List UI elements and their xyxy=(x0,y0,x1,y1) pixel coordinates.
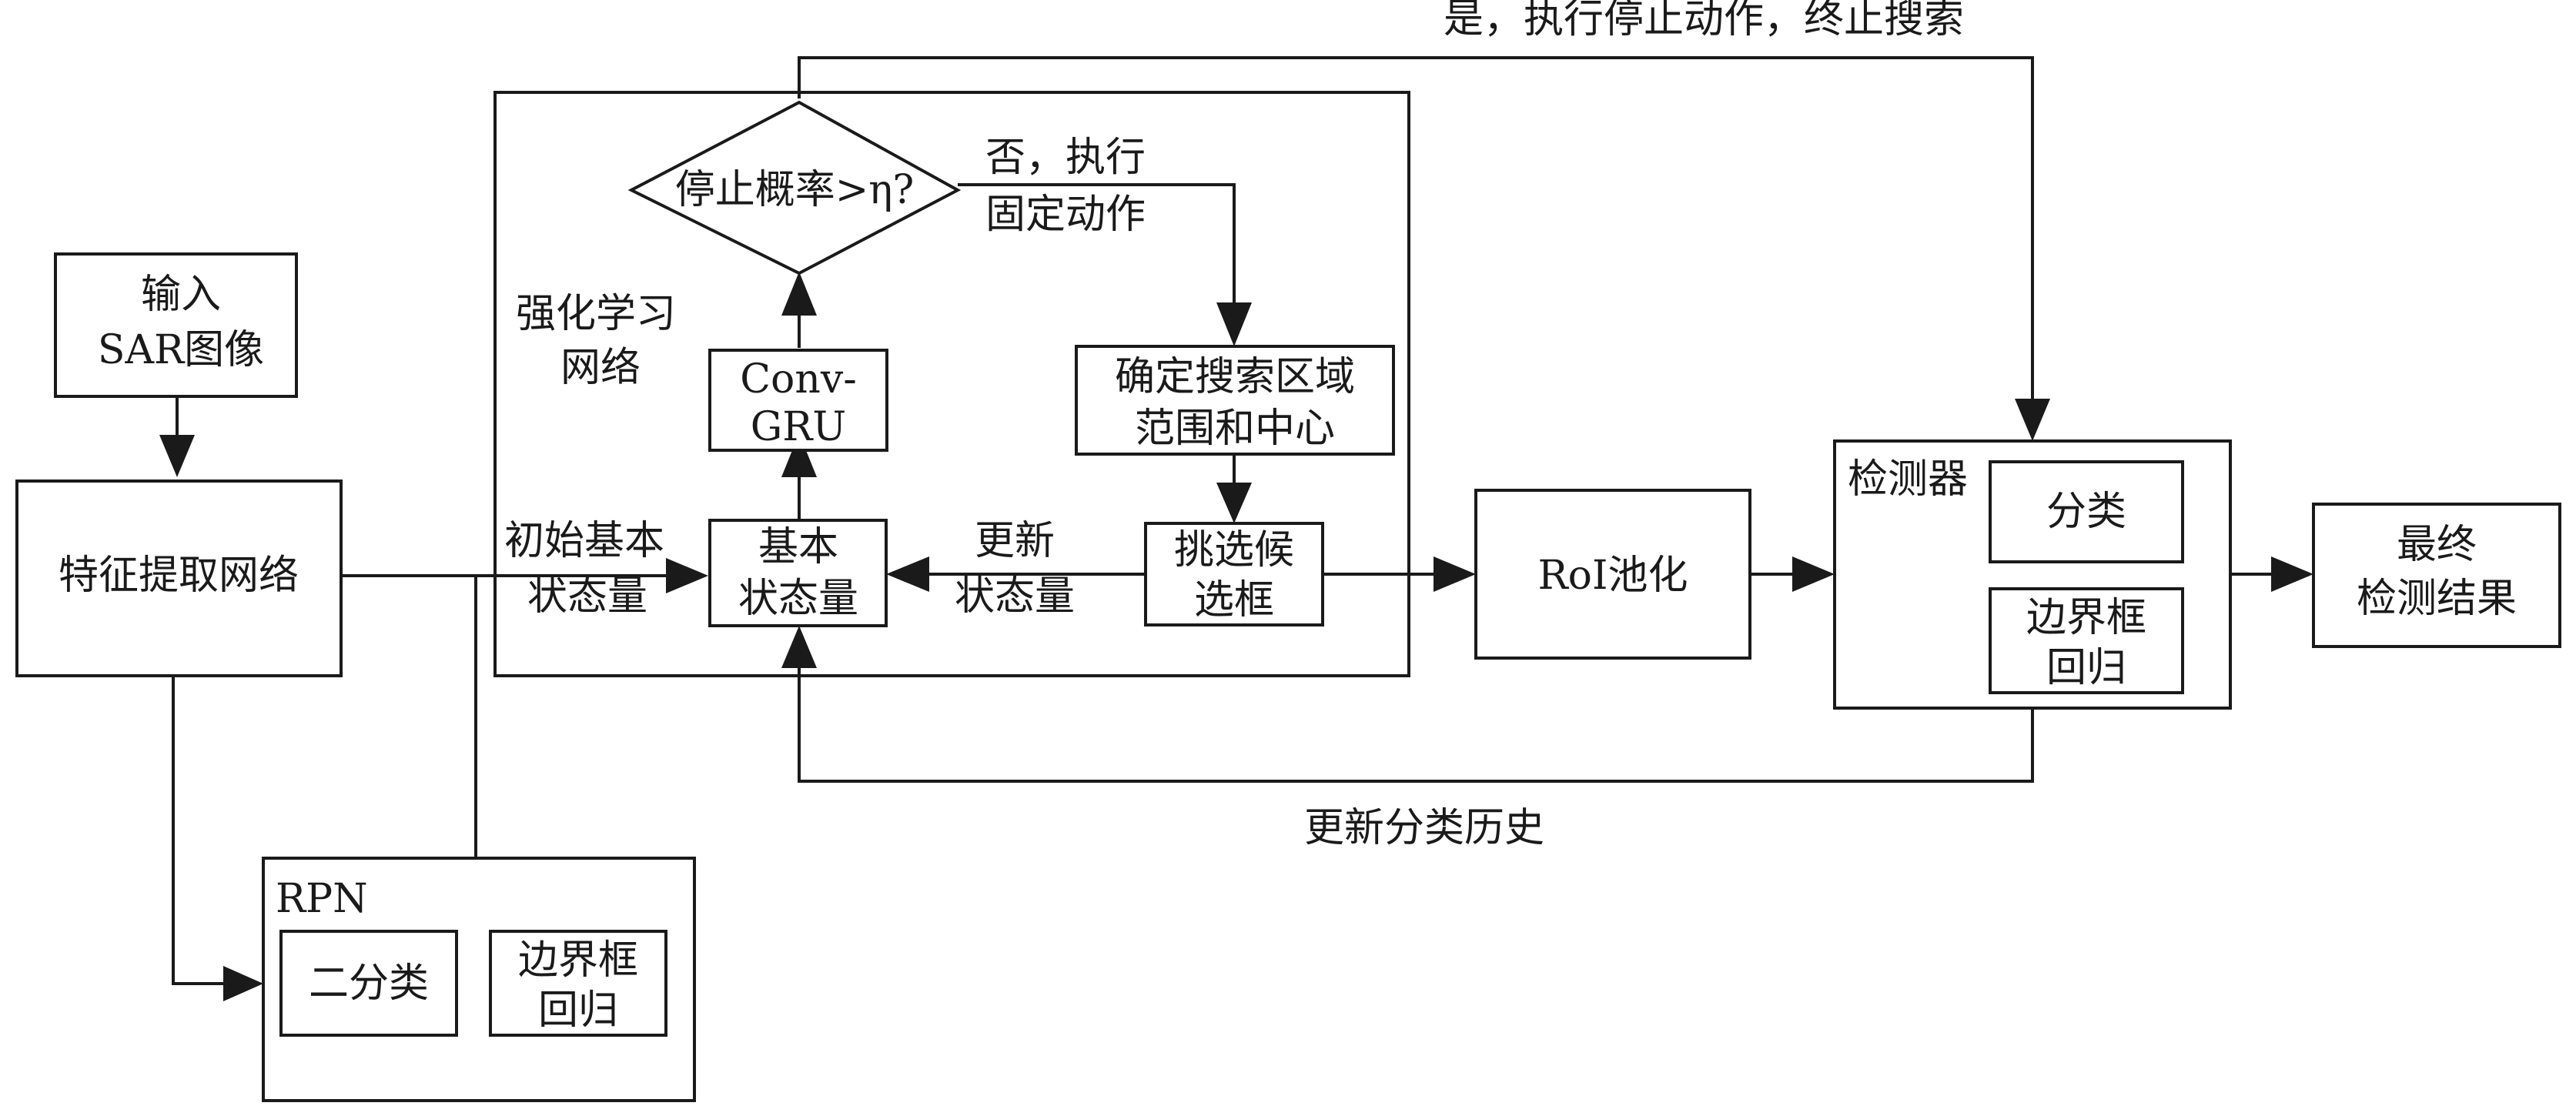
final-result-label-line1: 最终 xyxy=(2397,522,2477,568)
classify-label: 分类 xyxy=(2046,489,2126,535)
arrow-to-decision xyxy=(781,272,817,316)
rpn-label: RPN xyxy=(276,876,368,922)
arrow-to-select xyxy=(1216,483,1252,523)
arrow-yes-to-detector xyxy=(2015,399,2050,441)
arrow-history-to-basic-state xyxy=(781,626,817,668)
search-region-box xyxy=(1075,345,1395,456)
rpn-bbox-regression-box xyxy=(489,930,667,1037)
rl-network-frame xyxy=(493,91,1410,677)
arrow-to-basic-state-initial xyxy=(666,558,708,593)
arrow-to-roi xyxy=(1434,556,1476,592)
roi-pooling-label: RoI池化 xyxy=(1537,553,1688,599)
final-result-box xyxy=(2312,503,2561,648)
rl-network-label-line1: 强化学习 xyxy=(516,291,676,337)
input-sar-image-box xyxy=(54,252,298,398)
select-candidates-label-line2: 选框 xyxy=(1194,577,1274,623)
no-fixed-label-line2: 固定动作 xyxy=(985,192,1146,238)
detector-bbox-regression-box xyxy=(1989,587,2184,694)
stop-probability-decision xyxy=(627,100,962,276)
update-history-label: 更新分类历史 xyxy=(1304,805,1544,851)
arrow-to-basic-state-update xyxy=(886,556,929,592)
rpn-bbox-regression-label-line1: 边界框 xyxy=(518,937,638,984)
connectors xyxy=(172,56,2280,985)
binary-classify-label: 二分类 xyxy=(309,961,429,1007)
detector-label: 检测器 xyxy=(1848,456,1968,503)
update-state-label-line1: 更新 xyxy=(975,518,1055,564)
basic-state-box xyxy=(708,519,888,627)
convgru-box xyxy=(708,349,888,452)
search-region-label-line1: 确定搜索区域 xyxy=(1115,354,1355,400)
detector-bbox-regression-label-line1: 边界框 xyxy=(2026,595,2146,641)
feature-extraction-box xyxy=(15,479,343,677)
input-label-line1: 输入 xyxy=(141,272,221,318)
arrow-to-detector xyxy=(1792,556,1835,592)
decision-label: 停止概率>η? xyxy=(675,167,915,213)
select-candidates-box xyxy=(1144,522,1324,626)
rpn-bbox-regression-label-line2: 回归 xyxy=(538,987,618,1034)
feature-extraction-label: 特征提取网络 xyxy=(59,553,299,599)
select-candidates-label-line1: 挑选候 xyxy=(1174,527,1294,573)
arrow-to-rpn xyxy=(223,966,263,1001)
arrow-to-feature xyxy=(159,435,195,477)
input-label-line2: SAR图像 xyxy=(98,327,264,373)
detector-bbox-regression-label-line2: 回归 xyxy=(2046,645,2126,691)
final-result-label-line2: 检测结果 xyxy=(2357,576,2517,622)
arrowheads xyxy=(159,272,2313,1001)
yes-stop-label: 是，执行停止动作，终止搜索 xyxy=(1444,0,1964,42)
roi-pooling-box xyxy=(1474,489,1751,660)
arrow-to-final xyxy=(2271,556,2313,592)
classify-box xyxy=(1989,460,2184,563)
update-state-label-line2: 状态量 xyxy=(955,573,1075,620)
no-fixed-label-line1: 否，执行 xyxy=(985,135,1146,181)
convgru-label-line2: GRU xyxy=(751,404,847,450)
basic-state-label-line2: 状态量 xyxy=(738,576,858,622)
arrow-to-convgru xyxy=(781,433,817,477)
binary-classify-box xyxy=(279,930,458,1037)
arrow-to-search-region xyxy=(1216,302,1252,346)
initial-state-label-line1: 初始基本 xyxy=(504,518,664,564)
rl-network-label-line2: 网络 xyxy=(560,345,641,391)
basic-state-label-line1: 基本 xyxy=(758,524,838,570)
initial-state-label-line2: 状态量 xyxy=(527,573,647,620)
search-region-label-line2: 范围和中心 xyxy=(1135,406,1335,452)
convgru-label-line1: Conv- xyxy=(740,356,857,403)
